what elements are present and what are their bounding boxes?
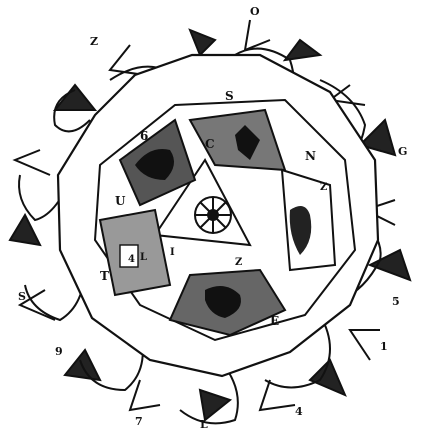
label-right-small: Z [320, 182, 327, 193]
wheel-icon [195, 197, 231, 233]
label-bottom: E [270, 314, 279, 328]
label-left-bottom: T [100, 269, 109, 283]
label-right: N [305, 149, 316, 163]
label-left-top: 6 [140, 129, 148, 143]
rim-label-7: 9 [55, 345, 63, 358]
rim-label-3: S [18, 290, 26, 303]
die-face-label: 4 [128, 254, 135, 265]
label-left-mid: U [115, 194, 126, 208]
rim-number-0: 5 [392, 295, 400, 308]
label-bottom-small: Z [235, 257, 242, 268]
rim-label-0: O [250, 5, 260, 18]
rim-label-5: L [200, 418, 208, 431]
rim-label-1: Z [90, 35, 98, 48]
label-bottom-left-small: I [170, 247, 175, 258]
rim-number-2: 4 [295, 405, 303, 418]
label-top-mid: C [205, 137, 215, 151]
rim-label-4: 1 [380, 340, 388, 353]
rim-label-6: 7 [135, 415, 143, 428]
label-top: S [225, 89, 234, 103]
label-bottom-left-small2: L [140, 252, 147, 263]
rim-label-2: G [398, 145, 407, 158]
